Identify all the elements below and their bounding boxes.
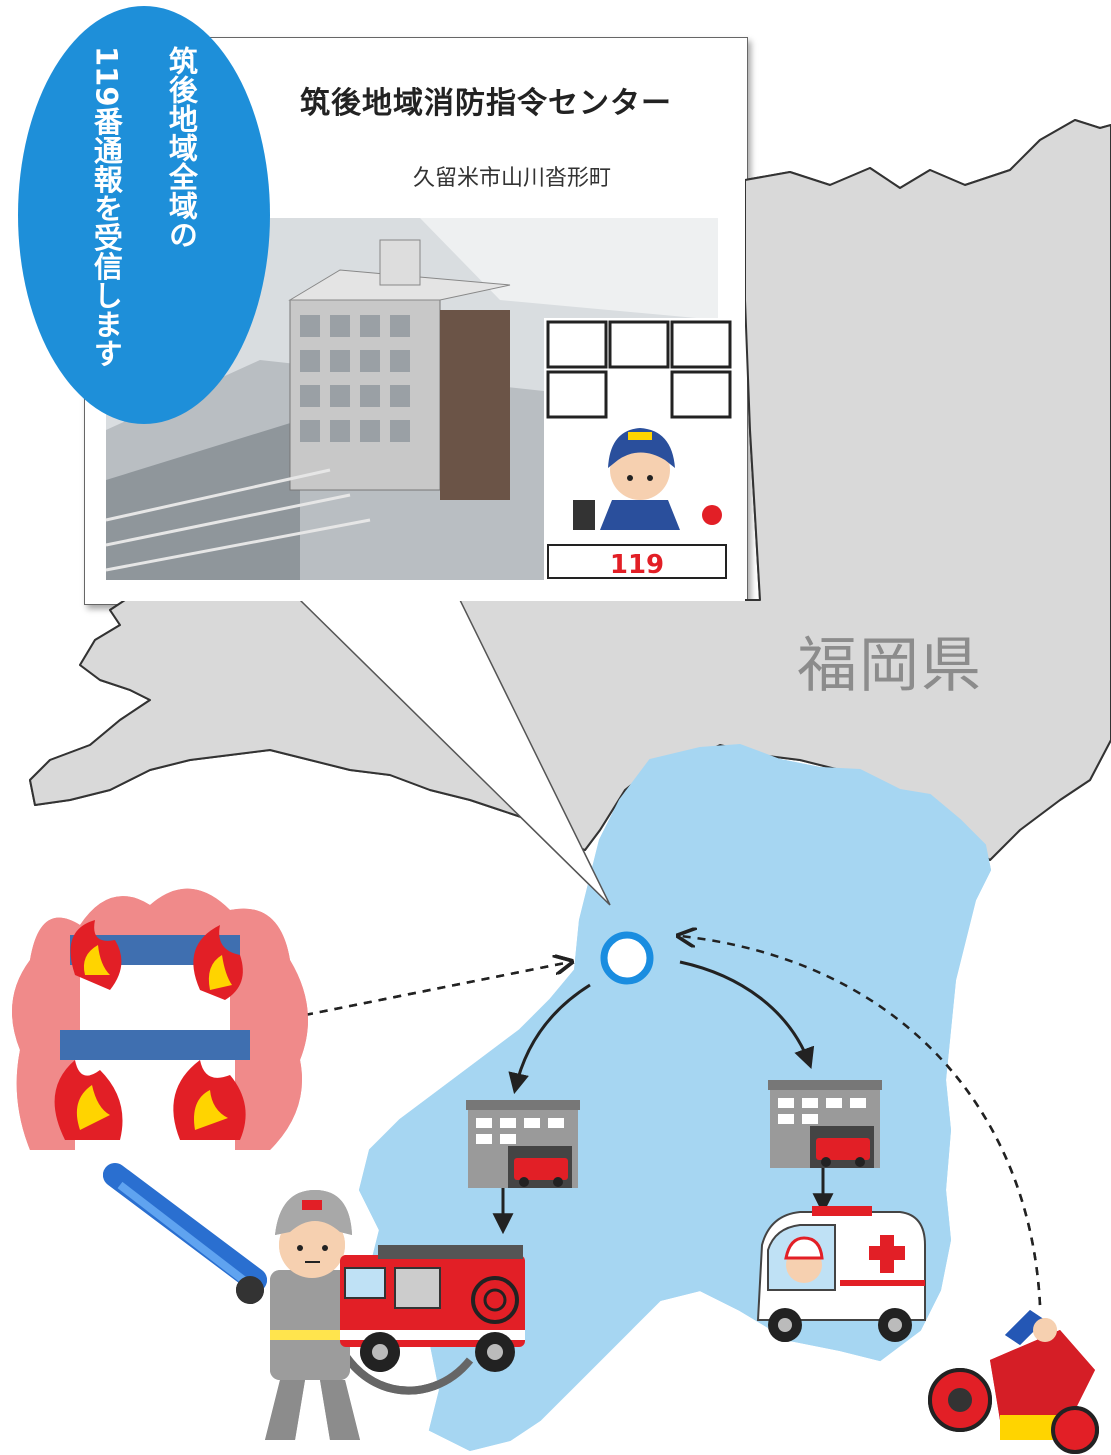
bubble-text-line2: 119番通報を受信します <box>89 46 124 368</box>
info-bubble <box>18 6 270 424</box>
center-address: 久留米市山川沓形町 <box>413 166 612 191</box>
center-title: 筑後地域消防指令センター <box>300 86 672 121</box>
bubble-text-line1: 筑後地域全域の <box>164 46 199 249</box>
prefecture-label: 福岡県 <box>797 631 983 701</box>
